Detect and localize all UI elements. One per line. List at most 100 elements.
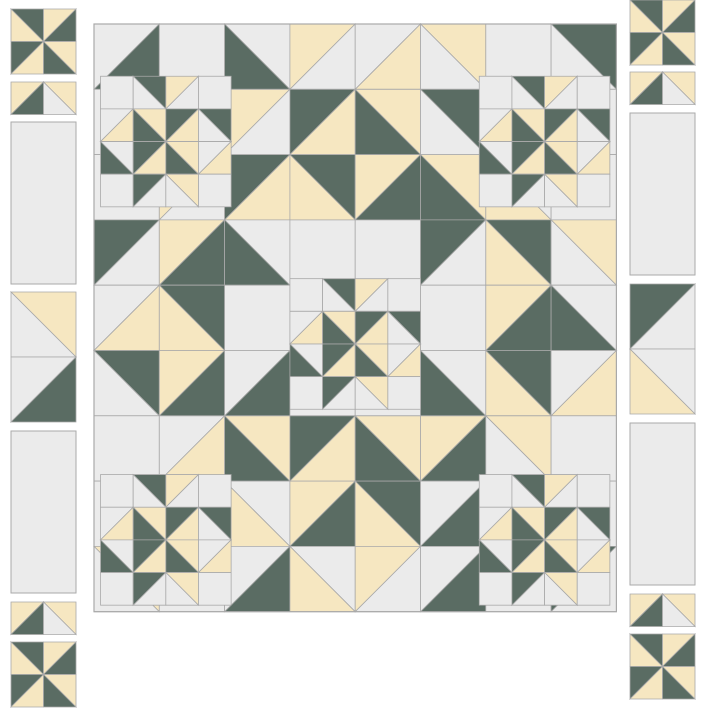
quilt-block bbox=[421, 220, 486, 285]
left-pinwheel-bottom-cell bbox=[11, 675, 44, 708]
small-star-top-right-cell bbox=[512, 109, 545, 142]
quilt-block bbox=[421, 351, 486, 416]
small-star-top-right-cell bbox=[577, 174, 610, 207]
small-star-top-left-cell bbox=[166, 174, 199, 207]
small-star-bottom-left-cell bbox=[166, 540, 199, 573]
quilt-block bbox=[94, 285, 159, 350]
small-star-bottom-right-cell bbox=[577, 573, 610, 606]
quilt-block bbox=[421, 89, 486, 154]
small-star-bottom-left-cell bbox=[133, 507, 166, 540]
small-star-top-right-cell bbox=[577, 109, 610, 142]
left-half-pinwheel-bottom bbox=[11, 602, 76, 635]
quilt-block bbox=[551, 285, 616, 350]
small-star-bottom-right-cell bbox=[545, 475, 578, 508]
quilt-block bbox=[290, 481, 355, 546]
left-pinwheel-top-cell bbox=[44, 42, 77, 75]
small-star-top-right-cell bbox=[545, 109, 578, 142]
small-star-center bbox=[290, 279, 421, 410]
small-star-top-right-cell bbox=[545, 174, 578, 207]
small-star-center-cell bbox=[388, 311, 421, 344]
small-star-top-right bbox=[479, 76, 610, 207]
quilt-block bbox=[355, 220, 420, 285]
quilt-block bbox=[159, 351, 224, 416]
small-star-bottom-left-cell bbox=[101, 475, 134, 508]
left-half-pinwheel-bottom-cell bbox=[11, 602, 44, 635]
quilt-block bbox=[551, 220, 616, 285]
quilt-block bbox=[290, 546, 355, 611]
right-pinwheel-top-cell bbox=[630, 0, 663, 33]
small-star-bottom-right-cell bbox=[545, 573, 578, 606]
small-star-top-left-cell bbox=[133, 142, 166, 175]
quilt-block bbox=[225, 24, 290, 89]
right-half-pinwheel-top-cell bbox=[663, 72, 696, 105]
quilt-block bbox=[225, 416, 290, 481]
small-star-bottom-right-cell bbox=[577, 507, 610, 540]
quilt-block bbox=[159, 416, 224, 481]
small-star-bottom-left-cell bbox=[133, 540, 166, 573]
quilt-block bbox=[225, 285, 290, 350]
small-star-bottom-left bbox=[101, 475, 232, 606]
small-star-top-left-cell bbox=[101, 76, 134, 109]
quilt-block bbox=[94, 416, 159, 481]
small-star-top-left-cell bbox=[133, 76, 166, 109]
quilt-block bbox=[94, 220, 159, 285]
right-pinwheel-bottom-cell bbox=[663, 634, 696, 667]
quilt-block bbox=[225, 481, 290, 546]
small-star-center-cell bbox=[355, 377, 388, 410]
small-star-bottom-left-cell bbox=[101, 507, 134, 540]
small-star-top-right-cell bbox=[512, 174, 545, 207]
small-star-top-right-cell bbox=[577, 142, 610, 175]
quilt-block bbox=[159, 285, 224, 350]
right-pinwheel-bottom-cell bbox=[630, 634, 663, 667]
right-half-pinwheel-bottom-cell bbox=[663, 594, 696, 627]
quilt-block bbox=[421, 546, 486, 611]
small-star-bottom-right-cell bbox=[479, 507, 512, 540]
small-star-center-cell bbox=[290, 311, 323, 344]
right-half-pinwheel-top-cell bbox=[630, 72, 663, 105]
small-star-top-left-cell bbox=[101, 174, 134, 207]
left-pinwheel-bottom-cell bbox=[11, 642, 44, 675]
small-star-top-right-cell bbox=[479, 109, 512, 142]
small-star-top-right-cell bbox=[512, 76, 545, 109]
quilt-block bbox=[225, 220, 290, 285]
small-star-center-cell bbox=[323, 311, 356, 344]
small-star-center-cell bbox=[355, 311, 388, 344]
small-star-bottom-right-cell bbox=[577, 540, 610, 573]
left-pinwheel-bottom-cell bbox=[44, 642, 77, 675]
small-star-center-cell bbox=[323, 377, 356, 410]
small-star-center-cell bbox=[323, 279, 356, 312]
small-star-top-left-cell bbox=[198, 142, 231, 175]
small-star-top-left-cell bbox=[198, 174, 231, 207]
small-star-center-cell bbox=[388, 279, 421, 312]
quilt-block bbox=[486, 351, 551, 416]
left-plain-panel-top bbox=[11, 122, 76, 284]
small-star-bottom-left-cell bbox=[198, 475, 231, 508]
small-star-bottom-right-cell bbox=[512, 475, 545, 508]
small-star-center-cell bbox=[290, 279, 323, 312]
small-star-top-left-cell bbox=[198, 109, 231, 142]
quilt-block bbox=[355, 416, 420, 481]
quilt-block bbox=[225, 155, 290, 220]
right-pinwheel-bottom bbox=[630, 634, 695, 699]
small-star-top-left-cell bbox=[133, 174, 166, 207]
small-star-top-right-cell bbox=[479, 174, 512, 207]
left-pinwheel-top bbox=[11, 9, 76, 74]
small-star-bottom-left-cell bbox=[133, 475, 166, 508]
small-star-top-right-cell bbox=[479, 142, 512, 175]
right-triangle-panel bbox=[630, 284, 695, 414]
quilt-block bbox=[551, 351, 616, 416]
small-star-center-cell bbox=[290, 344, 323, 377]
quilt-block bbox=[355, 546, 420, 611]
quilt-block bbox=[421, 155, 486, 220]
left-half-pinwheel-top-cell bbox=[11, 82, 44, 115]
quilt-block bbox=[355, 155, 420, 220]
small-star-bottom-right-cell bbox=[545, 540, 578, 573]
small-star-bottom-right-cell bbox=[545, 507, 578, 540]
quilt-block bbox=[421, 285, 486, 350]
quilt-block bbox=[355, 24, 420, 89]
left-pinwheel-bottom-cell bbox=[44, 675, 77, 708]
small-star-bottom-left-cell bbox=[101, 573, 134, 606]
right-pinwheel-top-cell bbox=[663, 33, 696, 66]
quilt-block bbox=[159, 220, 224, 285]
